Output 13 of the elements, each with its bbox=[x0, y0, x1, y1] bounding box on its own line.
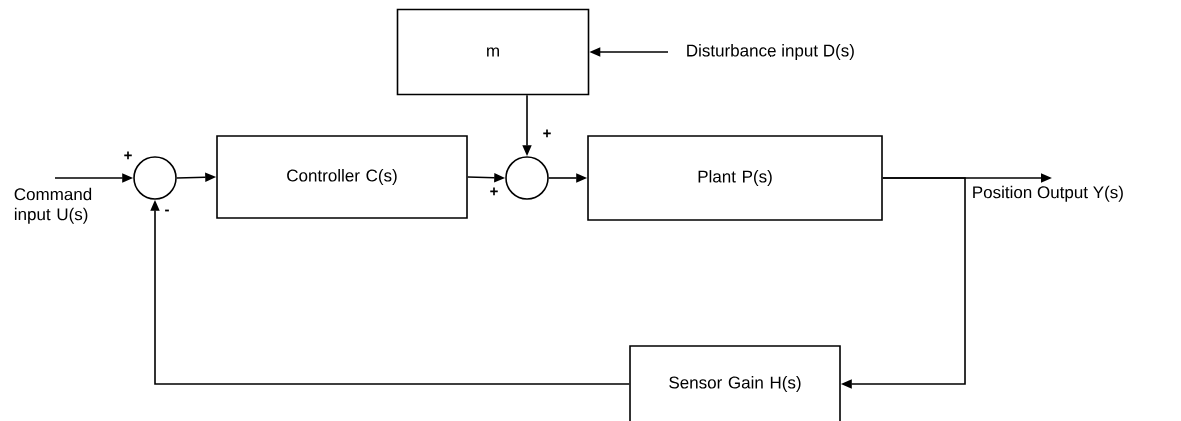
summing-junction bbox=[505, 156, 549, 200]
block-box: m bbox=[396, 8, 590, 96]
sign-label: - bbox=[165, 209, 169, 212]
signal-label: Position Output Y(s) bbox=[973, 185, 1123, 202]
signal-label: Command input U(s) bbox=[14, 187, 92, 224]
sign-label: + bbox=[543, 129, 551, 138]
block-box: Sensor Gain H(s) bbox=[629, 345, 841, 421]
sign-label: + bbox=[490, 187, 498, 196]
sign-label: + bbox=[124, 151, 132, 160]
signal-label: Disturbance input D(s) bbox=[687, 44, 854, 60]
block-box: Controller C(s) bbox=[216, 135, 468, 219]
block-box: Plant P(s) bbox=[587, 135, 883, 221]
summing-junction bbox=[133, 156, 177, 200]
